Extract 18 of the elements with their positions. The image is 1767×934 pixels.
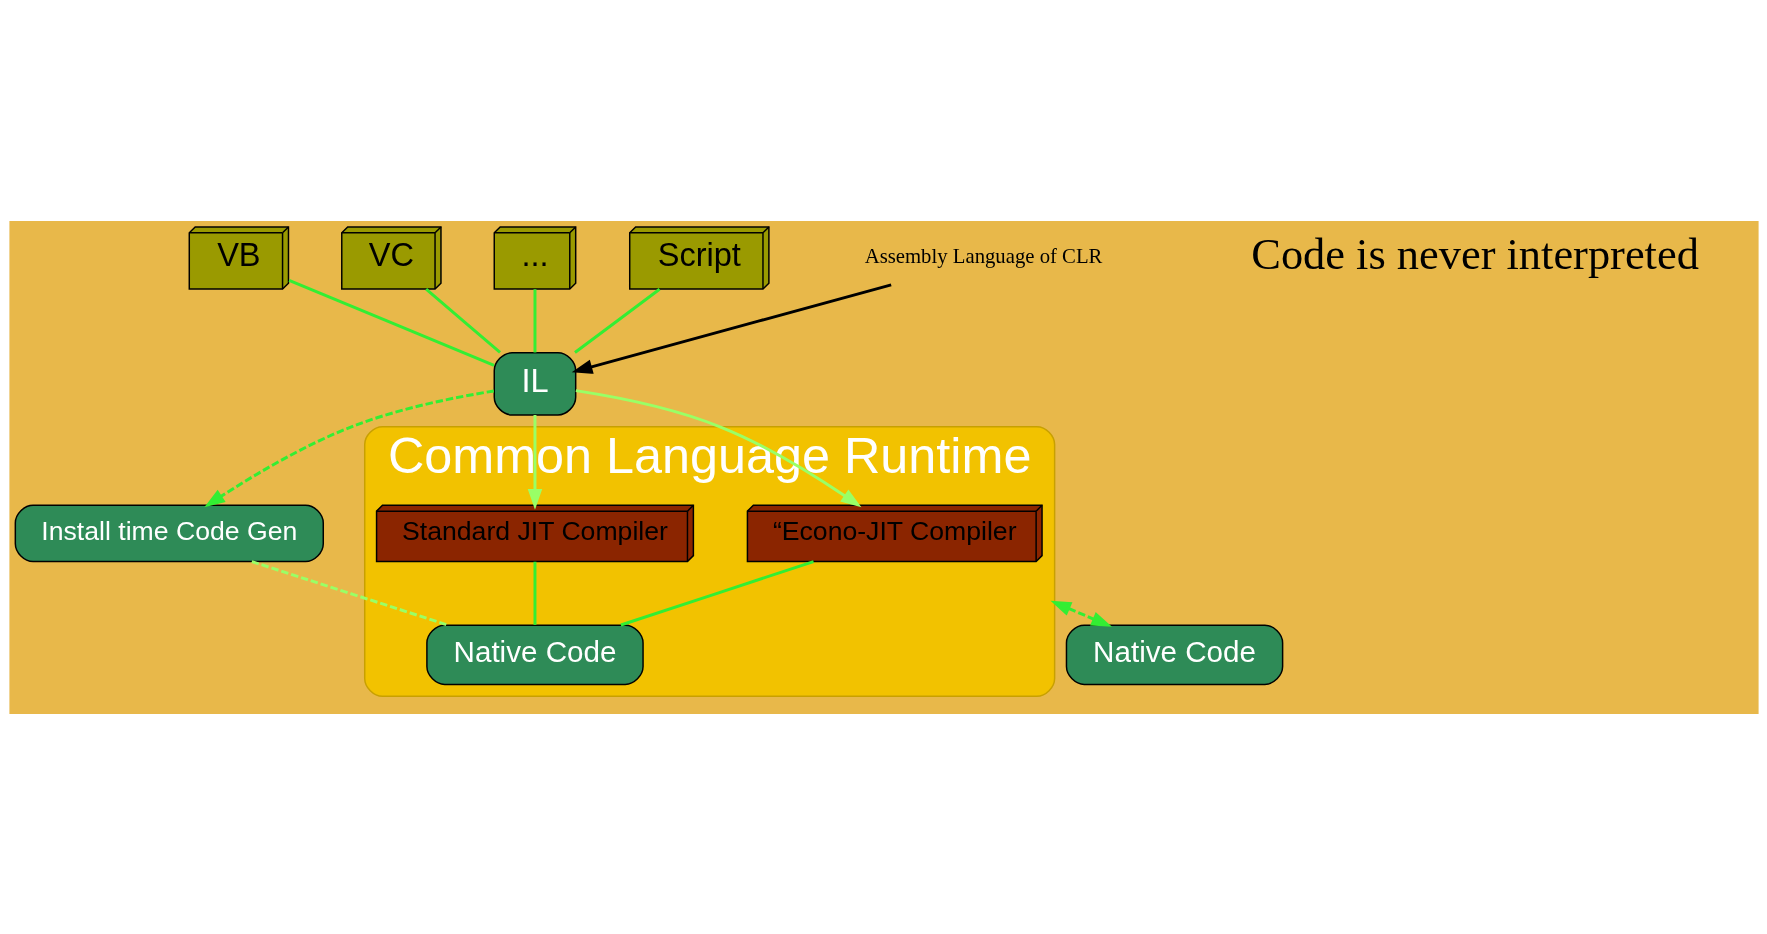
label: Code is never interpreted <box>1250 228 1699 279</box>
connector <box>533 288 536 352</box>
arrow <box>527 414 542 510</box>
node-box: Native Code <box>1065 623 1283 685</box>
connector <box>533 561 536 625</box>
connector <box>288 278 495 367</box>
node-text: Assembly Language of CLR <box>864 244 1102 267</box>
arrow <box>575 388 861 507</box>
arrow <box>571 282 892 374</box>
connector <box>424 287 501 354</box>
node-box: IL <box>493 351 576 416</box>
node-box: Install time Code Gen <box>14 504 324 562</box>
node-box: Native Code <box>425 623 644 685</box>
arrow <box>203 389 494 507</box>
arrow <box>1050 600 1112 627</box>
connector <box>619 559 814 626</box>
connector <box>573 287 660 354</box>
connector <box>250 559 448 626</box>
